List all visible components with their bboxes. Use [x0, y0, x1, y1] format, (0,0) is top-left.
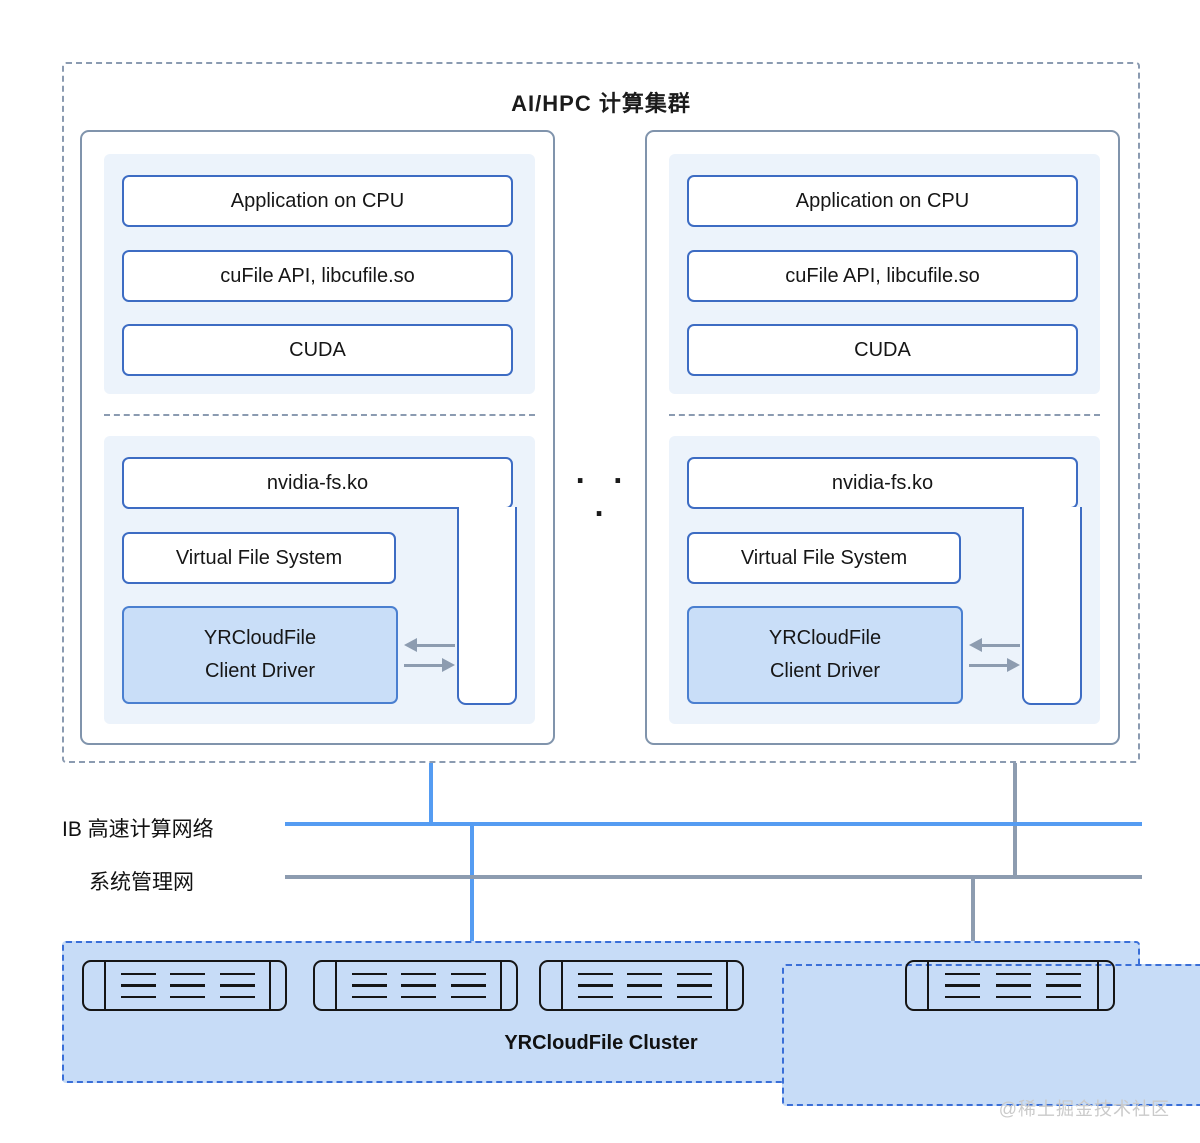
client-driver-box: YRCloudFile Client Driver — [687, 606, 963, 704]
cuda-box: CUDA — [687, 324, 1078, 376]
arrow-to-driver-icon — [969, 638, 1020, 652]
user-kernel-divider — [104, 414, 535, 416]
mgmt-cluster-link-line — [971, 876, 975, 941]
vfs-box: Virtual File System — [687, 532, 961, 584]
arrow-from-driver-icon — [404, 658, 455, 672]
storage-cluster-label: YRCloudFile Cluster — [504, 1032, 698, 1054]
cuda-box: CUDA — [122, 324, 513, 376]
ib-network-line — [285, 822, 1142, 826]
nvidia-fs-column — [1022, 507, 1082, 705]
cufile-api-box: cuFile API, libcufile.so — [687, 250, 1078, 302]
server-icon — [539, 960, 744, 1011]
client-driver-box: YRCloudFile Client Driver — [122, 606, 398, 704]
server-icon — [313, 960, 518, 1011]
compute-cluster-title: AI/HPC 计算集群 — [511, 91, 691, 116]
ib-network-label: IB 高速计算网络 — [62, 818, 214, 841]
cufile-api-box: cuFile API, libcufile.so — [122, 250, 513, 302]
arrow-to-driver-icon — [404, 638, 455, 652]
mgmt-network-label: 系统管理网 — [89, 871, 194, 894]
nvidia-fs-box: nvidia-fs.ko — [687, 457, 1078, 509]
application-box: Application on CPU — [122, 175, 513, 227]
nvidia-fs-column — [457, 507, 517, 705]
application-box: Application on CPU — [687, 175, 1078, 227]
nvidia-fs-box: nvidia-fs.ko — [122, 457, 513, 509]
ib-cluster-link-line — [470, 823, 474, 941]
mgmt-network-line — [285, 875, 1142, 879]
compute-node-2: Application on CPU cuFile API, libcufile… — [645, 130, 1120, 745]
server-icon — [905, 960, 1115, 1011]
nodes-ellipsis: · · · — [571, 464, 629, 530]
user-kernel-divider — [669, 414, 1100, 416]
node2-mgmt-link-line — [1013, 763, 1017, 877]
servers-ellipsis: · · · — [782, 964, 1200, 1106]
watermark: @稀土掘金技术社区 — [998, 1099, 1170, 1119]
compute-node-1: Application on CPU cuFile API, libcufile… — [80, 130, 555, 745]
arrow-from-driver-icon — [969, 658, 1020, 672]
node1-ib-link-line — [429, 763, 433, 824]
server-icon — [82, 960, 287, 1011]
vfs-box: Virtual File System — [122, 532, 396, 584]
